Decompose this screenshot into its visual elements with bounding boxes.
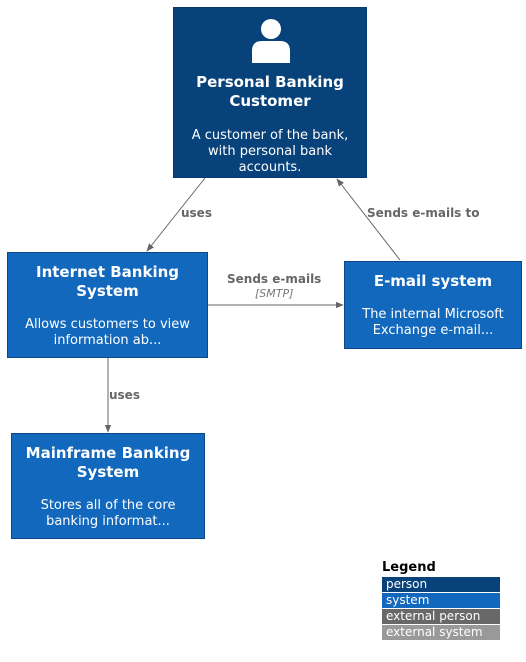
node-description: The internal Microsoft Exchange e-mail..… — [362, 307, 504, 338]
legend-item-system: system — [382, 593, 500, 608]
edge-email-to-customer — [336, 178, 401, 261]
node-description: Stores all of the core banking informat.… — [40, 498, 176, 529]
legend-item-external-person: external person — [382, 609, 500, 624]
node-email-system[interactable]: E-mail system The internal Microsoft Exc… — [344, 261, 522, 349]
node-title: Mainframe Banking System — [25, 444, 191, 481]
node-internet-banking-system[interactable]: Internet Banking System Allows customers… — [7, 252, 208, 358]
edge-label-internet-uses-mainframe: uses — [109, 388, 140, 402]
node-description: A customer of the bank, with personal ba… — [191, 128, 349, 175]
legend-item-external-system: external system — [382, 625, 500, 640]
node-title: Personal Banking Customer — [196, 73, 344, 110]
edge-label-sends-emails: Sends e-mails — [227, 272, 322, 286]
legend-title: Legend — [382, 560, 436, 575]
legend-item-person: person — [382, 577, 500, 592]
edge-customer-to-internet-banking — [146, 177, 206, 252]
edge-technology-smtp: [SMTP] — [255, 287, 294, 300]
node-description: Allows customers to view information ab.… — [25, 317, 190, 348]
node-title: Internet Banking System — [35, 263, 179, 300]
edge-label-sends-emails-to: Sends e-mails to — [367, 206, 480, 220]
person-icon — [252, 19, 290, 63]
legend: Legend person system external person ext… — [382, 559, 500, 640]
node-title: E-mail system — [373, 272, 493, 290]
node-personal-banking-customer[interactable]: Personal Banking Customer A customer of … — [173, 7, 367, 178]
edge-label-customer-uses: uses — [181, 206, 212, 220]
node-mainframe-banking-system[interactable]: Mainframe Banking System Stores all of t… — [11, 433, 205, 539]
